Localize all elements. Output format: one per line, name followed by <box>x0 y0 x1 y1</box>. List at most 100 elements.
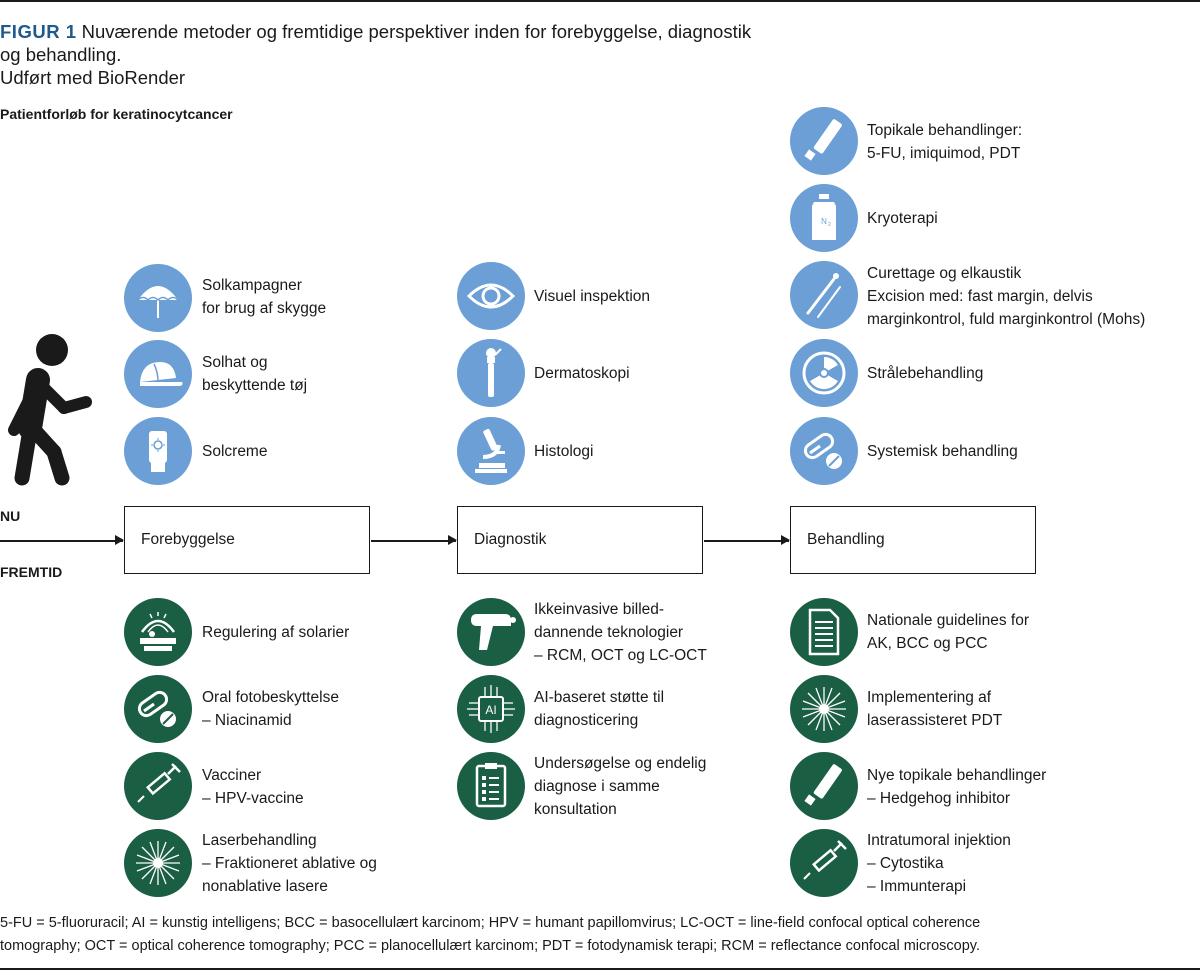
stage-label: Diagnostik <box>474 531 547 548</box>
text-line: Dermatoskopi <box>534 365 630 382</box>
now-treatment-2-text: Kryoterapi <box>867 207 938 230</box>
tube-icon <box>790 107 858 175</box>
footnote-line2: tomography; OCT = optical coherence tomo… <box>0 938 980 954</box>
now-treatment-5-text: Systemisk behandling <box>867 440 1018 463</box>
text-line: Systemisk behandling <box>867 443 1018 460</box>
figure-label: FIGUR 1 <box>0 21 77 42</box>
ai-chip-icon: AI <box>457 675 525 743</box>
top-rule <box>0 0 1200 2</box>
pills-icon <box>790 417 858 485</box>
text-line: Histologi <box>534 443 594 460</box>
text-line: diagnose i samme <box>534 778 660 795</box>
now-treatment-3-text: Curettage og elkaustik Excision med: fas… <box>867 262 1145 331</box>
text-line: Intratumoral injektion <box>867 832 1011 849</box>
cap-icon <box>124 340 192 408</box>
text-line: – Niacinamid <box>202 712 292 729</box>
stage-box-treatment: Behandling <box>790 506 1036 574</box>
walking-person-icon <box>0 330 96 486</box>
timeline-arrow <box>704 536 790 544</box>
text-line: – Hedgehog inhibitor <box>867 790 1011 807</box>
svg-text:2: 2 <box>828 222 831 228</box>
pills-icon <box>124 675 192 743</box>
text-line: AI-baseret støtte til <box>534 689 665 706</box>
figure-title: FIGUR 1 Nuværende metoder og fremtidige … <box>0 20 900 89</box>
stage-label: Forebyggelse <box>141 531 235 548</box>
future-diagnostics-2-text: AI-baseret støtte til diagnosticering <box>534 686 664 732</box>
radiation-icon <box>790 339 858 407</box>
text-line: – RCM, OCT og LC-OCT <box>534 647 707 664</box>
text-line: Solkampagner <box>202 277 302 294</box>
microscope-icon <box>457 417 525 485</box>
text-line: konsultation <box>534 801 617 818</box>
text-line: Nationale guidelines for <box>867 612 1029 629</box>
diagram-subtitle: Patientforløb for keratinocytcancer <box>0 106 233 122</box>
future-prevention-1-text: Regulering af solarier <box>202 621 349 644</box>
stage-box-diagnostics: Diagnostik <box>457 506 703 574</box>
syringe-icon <box>124 752 192 820</box>
text-line: Nye topikale behandlinger <box>867 767 1047 784</box>
text-line: 5-FU, imiquimod, PDT <box>867 145 1021 162</box>
text-line: beskyttende tøj <box>202 377 308 394</box>
future-treatment-1-text: Nationale guidelines for AK, BCC og PCC <box>867 609 1029 655</box>
figure-title-line2: og behandling. <box>0 44 122 65</box>
text-line: diagnosticering <box>534 712 639 729</box>
future-diagnostics-1-text: Ikkeinvasive billed- dannende teknologie… <box>534 598 707 667</box>
text-line: – Fraktioneret ablative og <box>202 855 377 872</box>
now-treatment-4-text: Strålebehandling <box>867 362 983 385</box>
future-treatment-4-text: Intratumoral injektion – Cytostika – Imm… <box>867 829 1011 898</box>
umbrella-icon <box>124 264 192 332</box>
abbreviations-footnote: 5-FU = 5-fluoruracil; AI = kunstig intel… <box>0 912 1195 958</box>
solarium-icon <box>124 598 192 666</box>
text-line: Kryoterapi <box>867 210 938 227</box>
future-prevention-2-text: Oral fotobeskyttelse – Niacinamid <box>202 686 339 732</box>
svg-text:N: N <box>821 217 827 226</box>
now-diagnostics-2-text: Dermatoskopi <box>534 362 630 385</box>
row-label-future: FREMTID <box>0 564 63 580</box>
text-line: Solhat og <box>202 354 268 371</box>
text-line: nonablative lasere <box>202 878 328 895</box>
future-treatment-2-text: Implementering af laserassisteret PDT <box>867 686 1002 732</box>
eye-icon <box>457 262 525 330</box>
text-line: Regulering af solarier <box>202 624 350 641</box>
curette-icon <box>790 261 858 329</box>
clipboard-icon <box>457 752 525 820</box>
text-line: Solcreme <box>202 443 268 460</box>
future-treatment-3-text: Nye topikale behandlinger – Hedgehog inh… <box>867 764 1046 810</box>
text-line: AK, BCC og PCC <box>867 635 988 652</box>
text-line: Excision med: fast margin, delvis <box>867 288 1093 305</box>
text-line: Vacciner <box>202 767 262 784</box>
now-diagnostics-3-text: Histologi <box>534 440 593 463</box>
footnote-line1: 5-FU = 5-fluoruracil; AI = kunstig intel… <box>0 915 981 931</box>
timeline-arrow <box>0 536 124 544</box>
text-line: – Immunterapi <box>867 878 967 895</box>
text-line: laserassisteret PDT <box>867 712 1003 729</box>
now-prevention-3-text: Solcreme <box>202 440 267 463</box>
text-line: Strålebehandling <box>867 365 984 382</box>
text-line: Visuel inspektion <box>534 288 651 305</box>
row-label-now: NU <box>0 508 21 524</box>
future-diagnostics-3-text: Undersøgelse og endelig diagnose i samme… <box>534 752 706 821</box>
now-diagnostics-1-text: Visuel inspektion <box>534 285 650 308</box>
document-icon <box>790 598 858 666</box>
text-line: Undersøgelse og endelig <box>534 755 707 772</box>
text-line: marginkontrol, fuld marginkontrol (Mohs) <box>867 311 1146 328</box>
stage-label: Behandling <box>807 531 885 548</box>
text-line: Laserbehandling <box>202 832 317 849</box>
ai-chip-text: AI <box>485 703 496 717</box>
text-line: Ikkeinvasive billed- <box>534 601 665 618</box>
text-line: dannende teknologier <box>534 624 684 641</box>
timeline-arrow <box>371 536 457 544</box>
stage-box-prevention: Forebyggelse <box>124 506 370 574</box>
bottom-rule <box>0 968 1200 970</box>
future-prevention-3-text: Vacciner – HPV-vaccine <box>202 764 304 810</box>
figure-credit: Udført med BioRender <box>0 67 186 88</box>
dermatoscope-icon <box>457 339 525 407</box>
now-prevention-1-text: Solkampagner for brug af skygge <box>202 274 326 320</box>
text-line: for brug af skygge <box>202 300 327 317</box>
tube-icon <box>790 752 858 820</box>
text-line: – HPV-vaccine <box>202 790 304 807</box>
sunscreen-icon <box>124 417 192 485</box>
syringe-icon <box>790 829 858 897</box>
laser-icon <box>790 675 858 743</box>
